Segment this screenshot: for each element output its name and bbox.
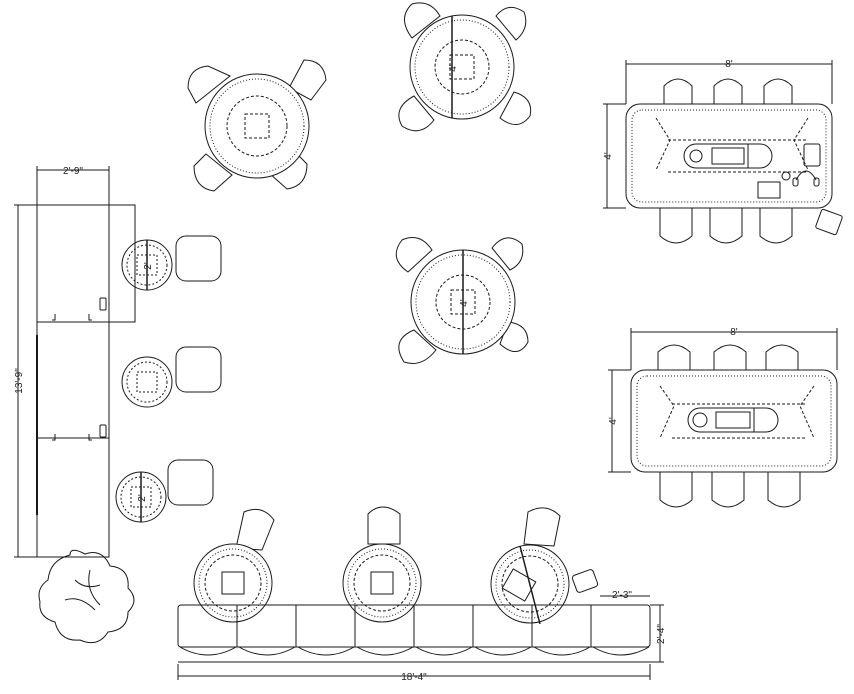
bench-width-label: 2'-9" <box>63 166 83 177</box>
conf-bottom-width-label: 4' <box>608 417 619 425</box>
small-table-top-label: 2' <box>143 262 154 270</box>
round-table-mid-label: 4' <box>459 299 470 307</box>
notebook-icon <box>757 181 781 199</box>
laptop-icon <box>815 208 843 236</box>
lounge-stool <box>167 459 214 506</box>
conference-table-bottom <box>630 344 838 508</box>
conf-bottom-length-label: 8' <box>730 327 738 338</box>
small-table-3: 2' <box>115 471 167 523</box>
ottoman-width-dimension: 2'-3" <box>600 590 650 601</box>
conf-top-width-label: 4' <box>603 152 614 160</box>
conference-top-length-dimension: 8' <box>625 59 833 104</box>
conference-bottom-length-dimension: 8' <box>630 327 838 370</box>
bench-width-dimension: 2'-9" <box>36 166 110 205</box>
phone-icon <box>803 143 821 167</box>
sofa-length-dimension: 18'-4" <box>177 664 651 683</box>
sofa-depth-label: 2'-4" <box>656 624 667 644</box>
sofa <box>177 604 651 663</box>
bench-unit <box>36 204 136 558</box>
conference-bottom-width-dimension: 4' <box>608 369 631 473</box>
headphones-icon <box>792 170 820 187</box>
round-table-a <box>187 59 327 192</box>
sofa-length-label: 18'-4" <box>401 672 427 683</box>
small-table-bottom-label: 2' <box>137 494 148 502</box>
conference-top-width-dimension: 4' <box>603 103 626 209</box>
cafe-table-1 <box>193 508 275 623</box>
cafe-table-2 <box>342 506 422 623</box>
bench-length-label: 13'-9" <box>14 368 25 394</box>
round-table-top-label: 4' <box>448 64 459 72</box>
small-table-1: 2' <box>121 239 173 291</box>
ottoman-width-label: 2'-3" <box>612 590 632 601</box>
lounge-stool <box>175 235 222 282</box>
small-table-2 <box>121 356 173 408</box>
bench-length-dimension: 13'-9" <box>14 204 37 558</box>
ottoman <box>571 569 599 593</box>
mug-icon <box>781 171 791 181</box>
round-table-b: 4' <box>398 2 532 132</box>
conference-table-top <box>625 78 833 244</box>
cafe-table-3 <box>490 507 570 625</box>
potted-plant-icon <box>38 549 135 644</box>
sofa-depth-dimension: 2'-4" <box>650 604 667 663</box>
round-table-c: 4' <box>395 237 529 364</box>
conf-top-length-label: 8' <box>725 59 733 70</box>
lounge-stool <box>175 346 222 393</box>
